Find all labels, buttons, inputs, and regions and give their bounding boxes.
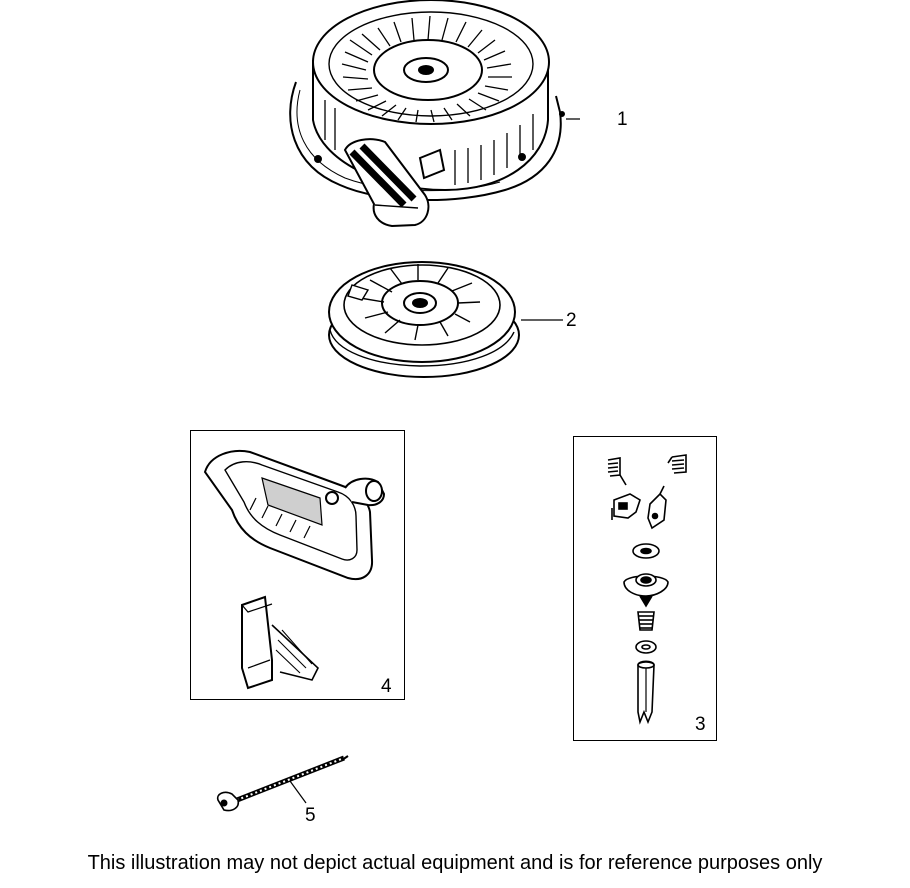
- callout-number-2: 2: [566, 310, 577, 331]
- callout-number-1: 1: [617, 109, 628, 130]
- pawl-kit-parts: [607, 454, 687, 725]
- recoil-starter-housing: [289, 0, 580, 228]
- disclaimer-caption: This illustration may not depict actual …: [87, 852, 823, 874]
- callout-number-4: 4: [381, 676, 392, 697]
- pawl-kit-frame: [573, 436, 717, 741]
- callout-number-3: 3: [695, 714, 706, 735]
- rope-insert: [241, 595, 319, 690]
- starter-rope: [216, 755, 349, 812]
- starter-pulley: [328, 261, 563, 378]
- handle-kit-frame: [190, 430, 405, 700]
- starter-handle: [203, 450, 386, 580]
- callout-number-5: 5: [305, 805, 316, 826]
